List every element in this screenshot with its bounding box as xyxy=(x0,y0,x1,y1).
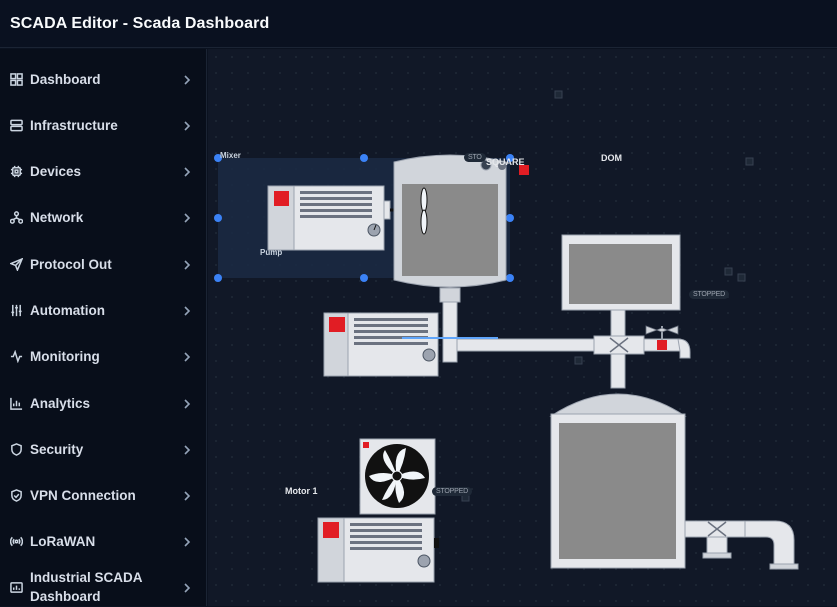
mixer-tank[interactable] xyxy=(393,154,507,303)
sidebar: Dashboard Infrastructure Devices Network… xyxy=(0,49,207,606)
chevron-right-icon xyxy=(183,581,191,593)
dom-label: DOM xyxy=(601,153,622,163)
chevron-right-icon xyxy=(183,489,191,501)
server-icon xyxy=(10,119,23,132)
chevron-right-icon xyxy=(183,443,191,455)
chevron-right-icon xyxy=(183,535,191,547)
chevron-right-icon xyxy=(183,397,191,409)
chevron-right-icon xyxy=(183,350,191,362)
sidebar-item-label: Analytics xyxy=(30,395,91,411)
grid-icon xyxy=(10,72,23,86)
outlet-pipe[interactable] xyxy=(684,520,799,570)
network-icon xyxy=(10,210,23,224)
sidebar-item-label: LoRaWAN xyxy=(30,533,96,549)
scada-diagram xyxy=(214,90,799,583)
square-indicator[interactable] xyxy=(519,165,529,175)
sidebar-item-label: Infrastructure xyxy=(30,117,118,133)
status-badge: STO xyxy=(464,153,486,162)
chevron-right-icon xyxy=(183,304,191,316)
status-indicator xyxy=(554,90,563,99)
motor-1[interactable] xyxy=(317,517,439,583)
sidebar-item-analytics[interactable]: Analytics xyxy=(0,381,207,425)
app-title: SCADA Editor - Scada Dashboard xyxy=(10,14,270,32)
chevron-right-icon xyxy=(183,258,191,270)
motor-upper[interactable] xyxy=(267,185,391,251)
shield-icon xyxy=(10,442,23,456)
sidebar-item-label: Network xyxy=(30,209,84,225)
sidebar-item-label: Protocol Out xyxy=(30,256,112,272)
sidebar-item-label: Dashboard xyxy=(30,71,101,87)
pump-label: Pump xyxy=(260,248,283,257)
sidebar-item-protocol-out[interactable]: Protocol Out xyxy=(0,242,207,286)
square-label: SQUARE xyxy=(486,157,525,167)
status-indicator xyxy=(745,157,754,166)
sidebar-item-lorawan[interactable]: LoRaWAN xyxy=(0,519,207,563)
editor-canvas[interactable]: Mixer Pump STO SQUARE DOM STOPPED Motor … xyxy=(208,49,837,606)
sidebar-item-label: Monitoring xyxy=(30,348,100,364)
sidebar-item-monitoring[interactable]: Monitoring xyxy=(0,334,207,378)
sidebar-item-label: Devices xyxy=(30,163,82,179)
status-indicator xyxy=(737,273,746,282)
sidebar-item-security[interactable]: Security xyxy=(0,427,207,471)
activity-icon xyxy=(10,349,23,363)
storage-tank[interactable] xyxy=(549,393,687,569)
monitor-panel[interactable] xyxy=(561,234,681,311)
mixer-label: Mixer xyxy=(220,151,241,160)
sidebar-item-automation[interactable]: Automation xyxy=(0,288,207,332)
app-header: SCADA Editor - Scada Dashboard xyxy=(0,0,837,48)
pump[interactable] xyxy=(323,312,439,377)
radio-icon xyxy=(10,535,23,548)
status-badge: STOPPED xyxy=(432,487,472,496)
dashboard-icon xyxy=(10,581,23,594)
sidebar-item-industrial-scada-dashboard[interactable]: Industrial SCADA Dashboard xyxy=(0,567,207,607)
sliders-icon xyxy=(10,304,23,317)
chevron-right-icon xyxy=(183,165,191,177)
sidebar-item-dashboard[interactable]: Dashboard xyxy=(0,57,207,101)
sidebar-item-label: Industrial SCADA Dashboard xyxy=(30,570,143,604)
motor-1-label: Motor 1 xyxy=(285,486,318,496)
chevron-right-icon xyxy=(183,119,191,131)
sidebar-item-devices[interactable]: Devices xyxy=(0,149,207,193)
bar-chart-icon xyxy=(10,397,23,410)
status-dot xyxy=(498,162,506,170)
sidebar-item-label: VPN Connection xyxy=(30,487,136,503)
status-dot xyxy=(480,159,492,171)
chevron-right-icon xyxy=(183,73,191,85)
shield-check-icon xyxy=(10,488,23,502)
cross-valve[interactable] xyxy=(593,335,645,389)
status-indicator xyxy=(574,356,583,365)
status-indicator xyxy=(724,267,733,276)
sidebar-item-infrastructure[interactable]: Infrastructure xyxy=(0,103,207,147)
sidebar-item-vpn-connection[interactable]: VPN Connection xyxy=(0,473,207,517)
status-badge: STOPPED xyxy=(689,290,729,299)
chip-icon xyxy=(10,165,23,178)
sidebar-item-label: Security xyxy=(30,441,84,457)
fan-unit[interactable] xyxy=(359,438,436,515)
send-icon xyxy=(10,257,23,271)
sidebar-item-label: Automation xyxy=(30,302,105,318)
sidebar-item-network[interactable]: Network xyxy=(0,195,207,239)
tap-valve[interactable] xyxy=(643,325,691,359)
chevron-right-icon xyxy=(183,211,191,223)
